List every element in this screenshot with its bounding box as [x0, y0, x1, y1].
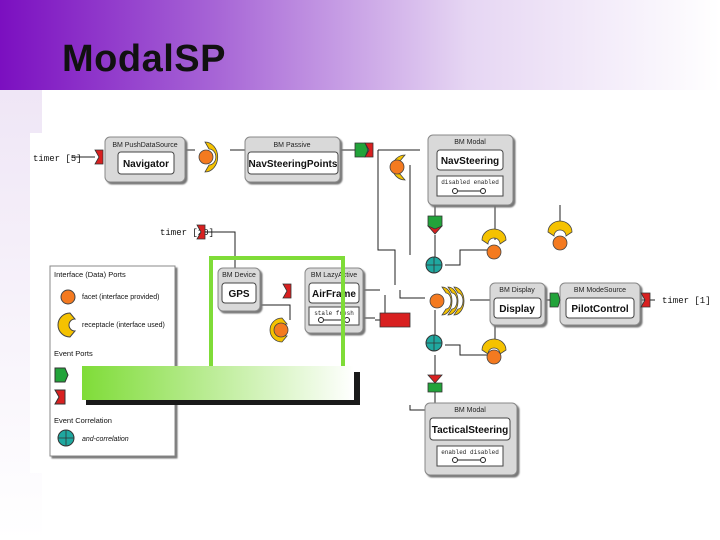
legend-receptacle-icon	[57, 312, 77, 338]
gps-type-label: BM Device	[222, 272, 256, 279]
component-pilot-control[interactable]	[559, 282, 641, 326]
slide-title: ModalSP	[62, 38, 226, 80]
component-navigator[interactable]	[104, 136, 186, 183]
component-airframe[interactable]	[304, 267, 364, 334]
legend-receptacle-label: receptacle (interface used)	[82, 322, 165, 329]
navigator-name-label: Navigator	[123, 159, 169, 170]
legend-heading-correlation: Event Correlation	[54, 416, 112, 425]
navsteering-state-label: disabled enabled	[441, 179, 499, 186]
component-tactical-steering[interactable]	[424, 402, 518, 476]
component-nav-steering[interactable]	[427, 134, 514, 206]
legend-event-source-icon	[54, 367, 69, 383]
navpoints-name-label: NavSteeringPoints	[249, 159, 338, 170]
legend-facet-icon	[60, 289, 76, 305]
component-display[interactable]	[489, 282, 546, 326]
navigator-type-label: BM PushDataSource	[112, 142, 177, 149]
tactical-state-toggle	[452, 457, 486, 463]
navsteering-type-label: BM Modal	[454, 139, 486, 146]
and-correlation-icons	[425, 256, 443, 352]
component-gps[interactable]	[217, 267, 261, 312]
overlay-bar	[82, 366, 354, 400]
legend-heading-ports: Interface (Data) Ports	[54, 270, 126, 279]
legend-and-correlation-label: and-correlation	[82, 436, 129, 443]
display-name-label: Display	[499, 304, 535, 315]
airframe-type-label: BM LazyActive	[311, 272, 357, 279]
pilot-name-label: PilotControl	[571, 304, 628, 315]
tactical-type-label: BM Modal	[454, 407, 486, 414]
timer-1-label: timer [1]	[662, 296, 711, 306]
legend-heading-events: Event Ports	[54, 349, 93, 358]
navsteering-name-label: NavSteering	[441, 156, 499, 167]
event-sink-icons	[94, 142, 651, 384]
airframe-state-label: stale fresh	[314, 310, 354, 317]
title-banner	[0, 0, 720, 90]
timer-5-label: timer [5]	[33, 154, 82, 164]
component-nav-steering-points[interactable]	[244, 136, 341, 183]
airframe-name-label: AirFrame	[312, 289, 356, 300]
gps-name-label: GPS	[228, 289, 249, 300]
pilot-type-label: BM ModeSource	[574, 287, 626, 294]
navpoints-type-label: BM Passive	[274, 142, 311, 149]
navsteering-state-toggle	[452, 188, 486, 194]
tactical-name-label: TacticalSteering	[432, 425, 509, 436]
event-source-icons	[354, 142, 561, 393]
display-type-label: BM Display	[499, 287, 535, 294]
highlight-frame	[209, 256, 345, 370]
tactical-state-label: enabled disabled	[441, 449, 499, 456]
legend-facet-label: facet (interface provided)	[82, 294, 159, 301]
timer-20-label: timer [20]	[160, 228, 214, 238]
facet-icons	[198, 149, 568, 365]
legend-event-sink-icon	[54, 389, 66, 405]
